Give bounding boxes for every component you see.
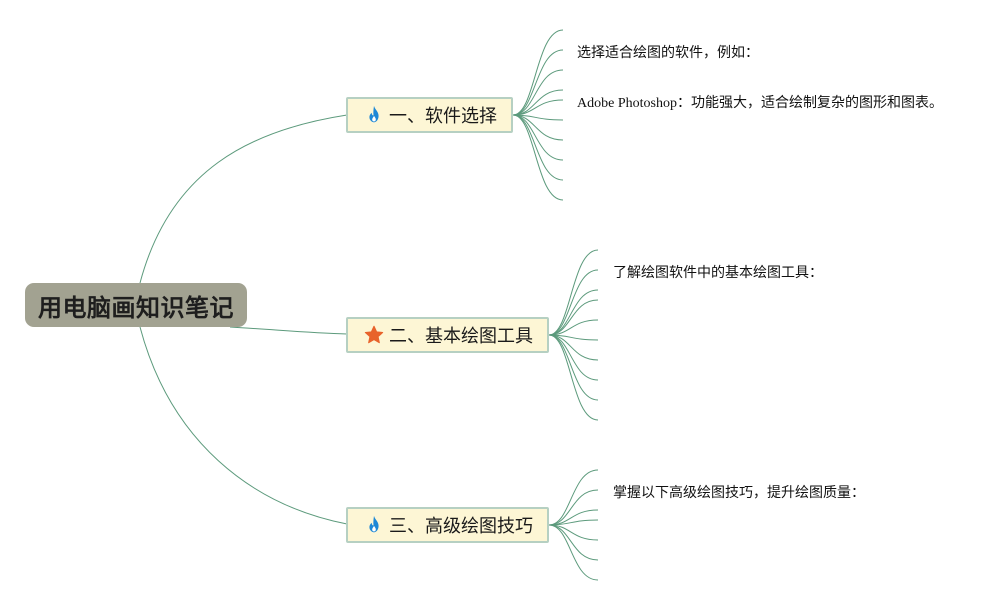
fan-basic-tools-line — [548, 334, 599, 421]
root-node[interactable]: 用电脑画知识笔记 — [25, 283, 247, 327]
fan-advanced-skills-line — [548, 489, 599, 526]
leaf-text[interactable]: 选择适合绘图的软件，例如： — [577, 45, 759, 61]
fan-basic-tools-line — [548, 269, 599, 336]
branch-label: 一、软件选择 — [389, 106, 497, 127]
fan-software-line — [512, 69, 564, 116]
fan-software-line — [512, 49, 564, 116]
branch-node-software[interactable]: 一、软件选择 — [346, 97, 513, 133]
fire-icon — [363, 514, 385, 536]
fan-basic-tools-line — [548, 299, 599, 336]
fan-software-line — [512, 99, 564, 116]
branch-label: 三、高级绘图技巧 — [389, 516, 533, 537]
connector-root-branch-2 — [229, 326, 348, 335]
branch-node-advanced-skills[interactable]: 三、高级绘图技巧 — [346, 507, 549, 543]
fan-basic-tools-line — [548, 334, 599, 381]
fan-advanced-skills-line — [548, 469, 599, 526]
leaf-text[interactable]: Adobe Photoshop：功能强大，适合绘制复杂的图形和图表。 — [577, 96, 943, 111]
connector-root-branch-1 — [139, 114, 348, 284]
fan-basic-tools-line — [548, 249, 599, 336]
fire-icon — [363, 104, 385, 126]
connector-root-branch-3 — [139, 326, 348, 525]
fan-advanced-skills-line — [548, 524, 599, 581]
leaf-text[interactable]: 了解绘图软件中的基本绘图工具： — [613, 265, 823, 281]
fan-software-line — [512, 29, 564, 116]
fan-basic-tools-line — [548, 334, 599, 401]
star-icon — [363, 324, 385, 346]
fan-software-line — [512, 114, 564, 181]
branch-node-basic-tools[interactable]: 二、基本绘图工具 — [346, 317, 549, 353]
leaf-text[interactable]: 掌握以下高级绘图技巧，提升绘图质量： — [613, 485, 865, 501]
fan-advanced-skills-line — [548, 524, 599, 561]
fan-software-line — [512, 114, 564, 161]
fan-basic-tools-line — [548, 319, 599, 336]
branch-label: 二、基本绘图工具 — [389, 326, 533, 347]
root-label: 用电脑画知识笔记 — [38, 293, 234, 322]
fan-software-line — [512, 114, 564, 201]
